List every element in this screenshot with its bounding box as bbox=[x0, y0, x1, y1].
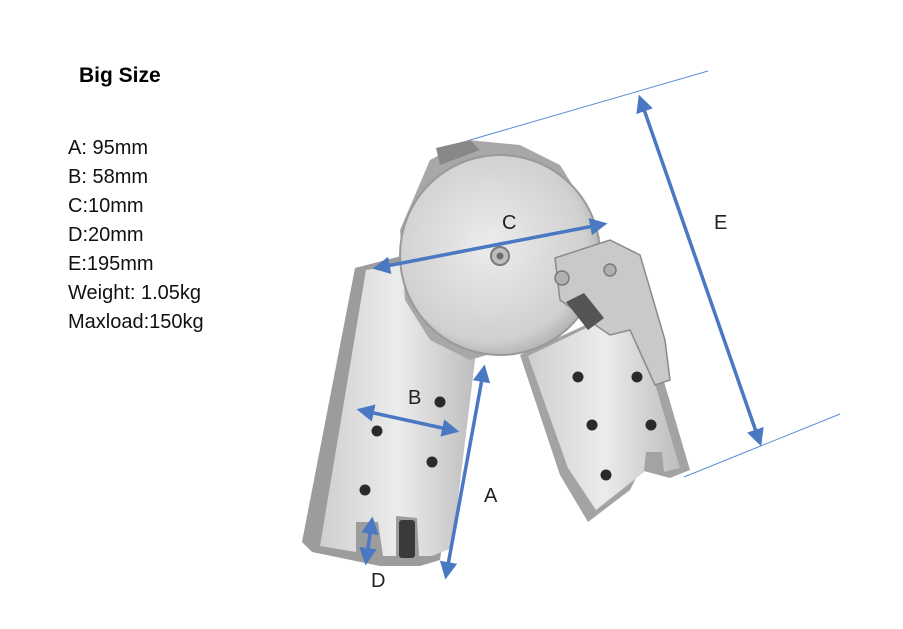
size-title: Big Size bbox=[79, 64, 161, 87]
spec-maxload: Maxload:150kg bbox=[68, 311, 204, 333]
right-hole-5 bbox=[600, 469, 612, 481]
dimension-label-e: E bbox=[714, 212, 727, 234]
dimension-arrow-e bbox=[636, 94, 764, 447]
lock-tab bbox=[566, 293, 604, 330]
dimension-label-a: A bbox=[484, 485, 498, 507]
spec-c: C:10mm bbox=[68, 195, 144, 217]
left-hole-4 bbox=[359, 484, 371, 496]
right-hole-1 bbox=[572, 371, 584, 383]
right-hole-2 bbox=[631, 371, 643, 383]
guide-line-top bbox=[469, 70, 709, 141]
left-hole-1 bbox=[434, 396, 446, 408]
dimension-label-d: D bbox=[371, 570, 385, 592]
right-hole-3 bbox=[586, 419, 598, 431]
dimension-label-b: B bbox=[408, 387, 421, 409]
dimension-label-c: C bbox=[502, 212, 516, 234]
spec-weight: Weight: 1.05kg bbox=[68, 282, 202, 304]
left-hole-3 bbox=[426, 456, 438, 468]
spec-b: B: 58mm bbox=[68, 166, 149, 188]
spec-e: E:195mm bbox=[68, 253, 154, 275]
dimension-arrow-a bbox=[439, 364, 491, 580]
left-hole-2 bbox=[371, 425, 383, 437]
right-hole-4 bbox=[645, 419, 657, 431]
spec-a: A: 95mm bbox=[68, 137, 149, 159]
dimension-arrow-d bbox=[359, 516, 379, 566]
hinge-hub bbox=[399, 140, 601, 360]
guide-line-bottom bbox=[683, 413, 841, 478]
spec-d: D:20mm bbox=[68, 224, 144, 246]
spec-list: A: 95mm B: 58mm C:10mm D:20mm E:195mm We… bbox=[68, 134, 204, 337]
dimension-arrow-c bbox=[372, 218, 608, 274]
left-slot bbox=[399, 520, 415, 558]
